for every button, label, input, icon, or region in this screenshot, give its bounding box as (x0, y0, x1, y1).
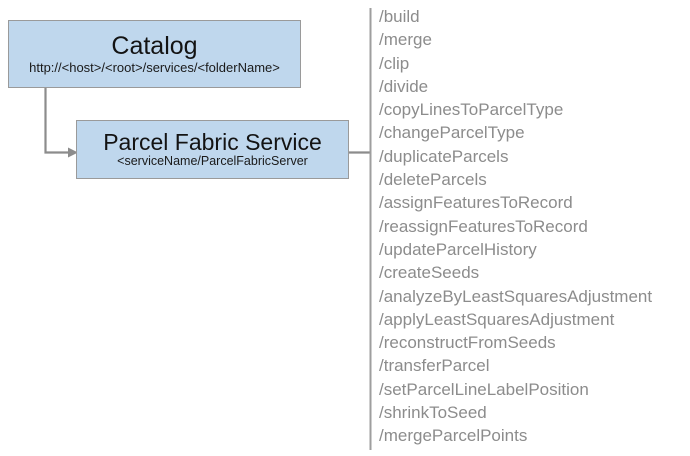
operation-item: /divide (379, 76, 429, 96)
operation-item: /setParcelLineLabelPosition (379, 379, 589, 399)
operation-item: /reassignFeaturesToRecord (379, 216, 588, 236)
node-catalog: Catalog http://<host>/<root>/services/<f… (8, 20, 301, 88)
operation-item: /duplicateParcels (379, 146, 509, 166)
node-parcel-fabric-service: Parcel Fabric Service <serviceName/Parce… (76, 120, 349, 179)
operation-item: /build (379, 7, 420, 26)
operation-item: /deleteParcels (379, 170, 487, 190)
operation-item: /copyLinesToParcelType (379, 100, 564, 120)
connector-service-to-operations (349, 8, 372, 450)
connector-catalog-to-service (44, 88, 78, 158)
operation-item: /updateParcelHistory (379, 239, 537, 259)
operation-item: /applyLeastSquaresAdjustment (379, 309, 615, 329)
operation-item: /analyzeByLeastSquaresAdjustment (379, 286, 653, 306)
node-catalog-title: Catalog (111, 31, 198, 60)
node-catalog-subtitle: http://<host>/<root>/services/<folderNam… (29, 59, 280, 75)
operations-list: /build/merge/clip/divide/copyLinesToParc… (379, 5, 689, 448)
operation-item: /changeParcelType (379, 123, 525, 143)
operation-item: /reconstructFromSeeds (379, 333, 556, 353)
node-parcel-fabric-service-title: Parcel Fabric Service (103, 129, 322, 156)
operation-item: /shrinkToSeed (379, 403, 487, 423)
operation-item: /mergeParcelPoints (379, 426, 528, 446)
node-parcel-fabric-service-subtitle: <serviceName/ParcelFabricServer (117, 154, 308, 169)
operation-item: /merge (379, 30, 432, 50)
operation-item: /createSeeds (379, 263, 480, 283)
operation-item: /clip (379, 53, 410, 73)
operation-item: /transferParcel (379, 356, 490, 376)
operation-item: /assignFeaturesToRecord (379, 193, 573, 213)
